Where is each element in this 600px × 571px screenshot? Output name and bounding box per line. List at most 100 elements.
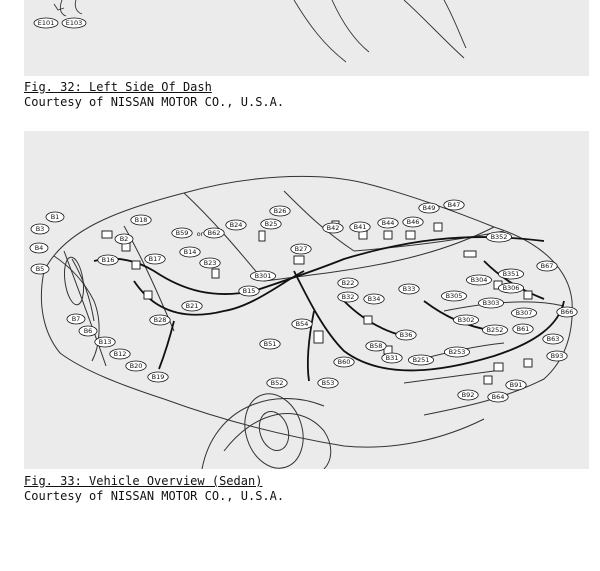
connector-label: B253 <box>449 348 466 356</box>
connector-label-shape <box>443 199 465 211</box>
connector-label-shape <box>333 356 355 368</box>
connector-label: B92 <box>462 391 475 399</box>
connector-label-shape <box>45 211 65 223</box>
connector-label-or: or <box>197 230 204 238</box>
connector-label: B61 <box>517 325 530 333</box>
figure-33-caption: Fig. 33: Vehicle Overview (Sedan) Courte… <box>24 474 284 504</box>
connector-label-shape <box>337 291 359 303</box>
connector-label: B25 <box>265 220 278 228</box>
connector-label-shape <box>125 360 147 372</box>
connector-label-shape <box>61 17 87 29</box>
connector-label: B302 <box>458 316 475 324</box>
connector-label: B24 <box>230 221 243 229</box>
connector-label: B5 <box>36 265 45 273</box>
connector-label-shape <box>290 243 312 255</box>
connector-label-shape <box>130 214 152 226</box>
connector-label: B6 <box>84 327 93 335</box>
connector-label: B351 <box>503 270 520 278</box>
connector-label-shape <box>465 274 492 286</box>
connector-label-shape <box>536 260 558 272</box>
connector-label: B3 <box>36 225 45 233</box>
connector-label: B14 <box>184 248 197 256</box>
connector-label-shape <box>487 391 509 403</box>
connector-label-shape <box>485 231 512 243</box>
connector-label: B33 <box>403 285 416 293</box>
connector-label-shape <box>259 338 281 350</box>
connector-label-shape <box>147 371 169 383</box>
connector-label: B64 <box>492 393 505 401</box>
connector-label: B62 <box>208 229 221 237</box>
connector-label-shape <box>97 254 119 266</box>
connector-label: B91 <box>510 381 523 389</box>
connector-label: B305 <box>446 292 463 300</box>
connector-label: B2 <box>120 235 129 243</box>
connector-label-shape <box>225 219 247 231</box>
connector-label: B31 <box>386 354 399 362</box>
connector-label-shape <box>505 379 527 391</box>
connector-label: B58 <box>370 342 383 350</box>
connector-label-shape <box>78 325 98 337</box>
connector-label: B36 <box>400 331 413 339</box>
connector-label-shape <box>398 283 420 295</box>
connector-label-shape <box>181 300 203 312</box>
figure-32-caption: Fig. 32: Left Side Of Dash Courtesy of N… <box>24 80 284 110</box>
connector-label-shape <box>510 307 537 319</box>
connector-label-shape <box>418 202 440 214</box>
connector-label-shape <box>33 17 59 29</box>
connector-label-shape <box>440 290 467 302</box>
connector-label: B15 <box>243 287 256 295</box>
connector-label-shape <box>477 297 504 309</box>
connector-label-shape <box>402 216 424 228</box>
connector-label: B47 <box>448 201 461 209</box>
figure-32-title: Fig. 32: Left Side Of Dash <box>24 80 212 94</box>
connector-label-shape <box>363 293 385 305</box>
connector-label: B19 <box>152 373 165 381</box>
connector-label-shape <box>481 324 508 336</box>
connector-label: B26 <box>274 207 287 215</box>
connector-label: B12 <box>114 350 127 358</box>
connector-label: B66 <box>561 308 574 316</box>
connector-label-shape <box>556 306 578 318</box>
connector-label-shape <box>497 268 524 280</box>
connector-label: B51 <box>264 340 277 348</box>
connector-label-shape <box>30 263 50 275</box>
connector-label: B304 <box>471 276 488 284</box>
connector-label: B306 <box>503 284 520 292</box>
connector-label-shape <box>349 221 371 233</box>
figure-32-credit: Courtesy of NISSAN MOTOR CO., U.S.A. <box>24 95 285 109</box>
connector-label-shape <box>171 227 193 239</box>
connector-label: B27 <box>295 245 308 253</box>
connector-label-shape <box>443 346 470 358</box>
connector-label-shape <box>149 314 171 326</box>
connector-label: B18 <box>135 216 148 224</box>
connector-label: B352 <box>491 233 508 241</box>
connector-label: B13 <box>99 338 112 346</box>
connector-label: B63 <box>547 335 560 343</box>
connector-label: B4 <box>35 244 44 252</box>
connector-label-shape <box>269 205 291 217</box>
connector-label: B252 <box>487 326 504 334</box>
connector-label: B53 <box>322 379 335 387</box>
connector-label-shape <box>395 329 417 341</box>
connector-label-shape <box>337 277 359 289</box>
connector-label: B32 <box>342 293 355 301</box>
connector-label: B20 <box>130 362 143 370</box>
figure-33-title: Fig. 33: Vehicle Overview (Sedan) <box>24 474 263 488</box>
connector-label-shape <box>203 227 225 239</box>
connector-label: B1 <box>51 213 60 221</box>
connector-label-shape <box>407 354 434 366</box>
connector-label: B67 <box>541 262 554 270</box>
connector-label-shape <box>546 350 568 362</box>
connector-label: B21 <box>186 302 199 310</box>
connector-label: B17 <box>149 255 162 263</box>
connector-label: B44 <box>382 219 395 227</box>
connector-label-shape <box>452 314 479 326</box>
connector-label-shape <box>30 223 50 235</box>
connector-label-shape <box>179 246 201 258</box>
connector-label-shape <box>66 313 86 325</box>
connector-label: B52 <box>271 379 284 387</box>
connector-label-shape <box>291 318 313 330</box>
connector-label-shape <box>365 340 387 352</box>
connector-label: E101 <box>38 19 55 27</box>
connector-label: B60 <box>338 358 351 366</box>
